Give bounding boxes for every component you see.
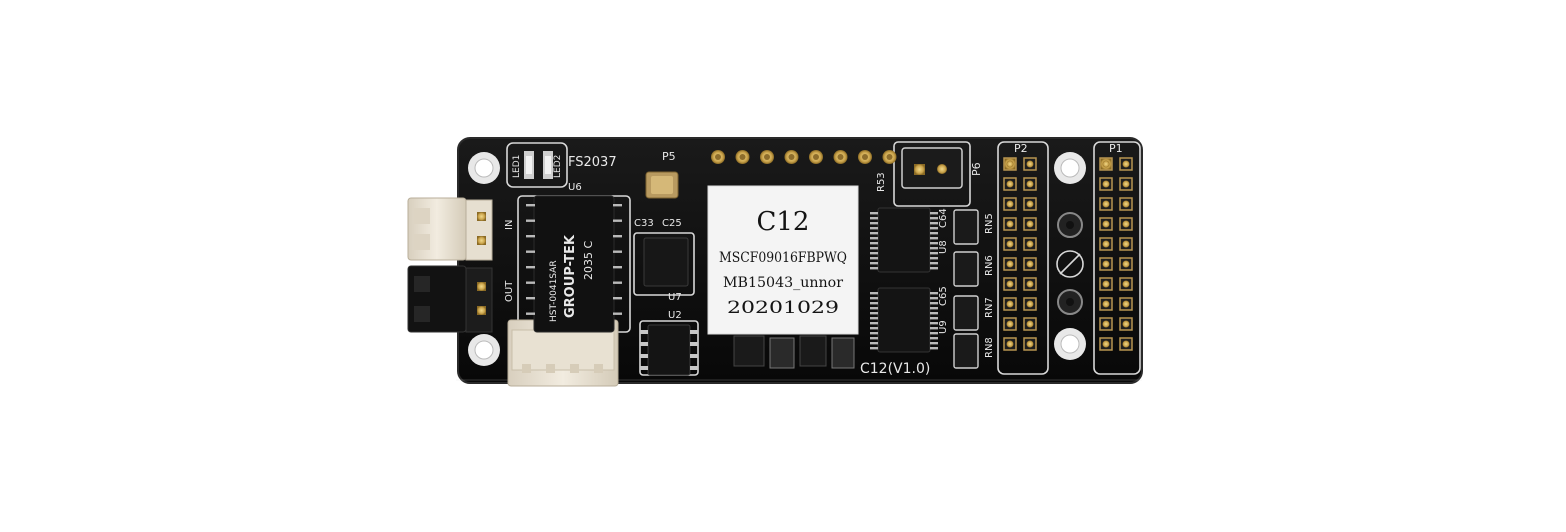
sticker-date: 20201029	[727, 298, 839, 318]
label-in: IN	[504, 220, 515, 230]
silkscreen-text: FS2037 P5 P2 P1 P6 U6 U7 U2 C33 C25 C12(…	[504, 142, 1123, 377]
ic-pins	[526, 204, 938, 370]
output-connector	[407, 265, 493, 333]
driver-chip-u8	[877, 207, 931, 273]
label-rn5: RN5	[984, 213, 995, 234]
label-fs2037: FS2037	[568, 155, 617, 170]
label-c33: C33	[634, 218, 654, 229]
label-u8: U8	[938, 240, 949, 254]
header-p1	[1099, 157, 1133, 351]
label-u6: U6	[568, 182, 582, 193]
transformer-code: 2035 C	[582, 241, 595, 280]
mounting-holes	[468, 152, 1086, 366]
label-p6: P6	[970, 162, 983, 176]
sticker-model: MB15043_unnor	[723, 275, 843, 291]
label-c25: C25	[662, 218, 682, 229]
label-p5: P5	[662, 150, 676, 163]
label-u9: U9	[938, 320, 949, 334]
small-components	[733, 335, 855, 369]
resistor-networks	[953, 209, 979, 369]
label-u2: U2	[668, 310, 682, 321]
label-rn7: RN7	[984, 297, 995, 318]
input-connector	[407, 197, 493, 261]
label-led1: LED1	[512, 155, 522, 178]
transformer-chip	[533, 195, 615, 333]
label-u7: U7	[668, 292, 682, 303]
header-p5	[711, 150, 897, 164]
sticker-serial: MSCF09016FBPWQ	[719, 250, 847, 266]
label-c64: C64	[938, 208, 949, 228]
flash-chip	[647, 324, 691, 376]
driver-chip-u9	[877, 287, 931, 353]
network-chip	[643, 237, 689, 287]
power-connector	[507, 319, 619, 387]
label-out: OUT	[504, 280, 515, 302]
label-led2: LED2	[553, 155, 563, 178]
label-c12-version: C12(V1.0)	[860, 361, 930, 377]
crystal-oscillator	[645, 171, 679, 199]
label-p1: P1	[1109, 142, 1123, 155]
transformer-brand: GROUP-TEK	[563, 234, 578, 318]
label-rn8: RN8	[984, 337, 995, 358]
transformer-part: HST-0041SAR	[549, 260, 559, 322]
sticker-title: C12	[757, 207, 810, 237]
lead-free-icon	[1056, 250, 1084, 278]
label-p2: P2	[1014, 142, 1028, 155]
label-c65: C65	[938, 286, 949, 306]
status-leds	[524, 151, 553, 179]
connector-p6	[901, 147, 963, 189]
product-sticker: C12 MSCF09016FBPWQ MB15043_unnor 2020102…	[707, 185, 859, 335]
label-r53: R53	[876, 172, 887, 192]
header-p2	[1003, 157, 1037, 351]
label-rn6: RN6	[984, 255, 995, 276]
